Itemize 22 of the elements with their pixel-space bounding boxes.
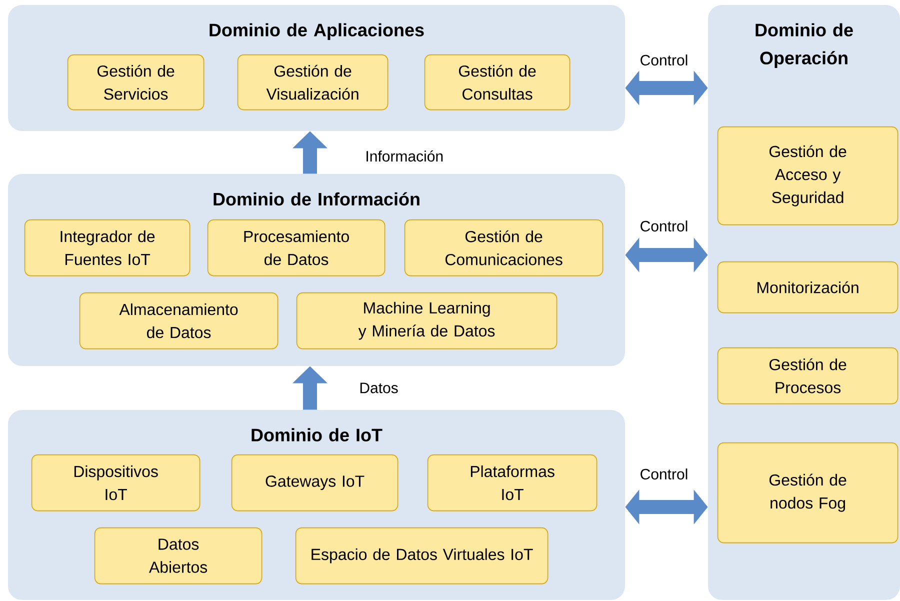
process-box: Gateways IoT (231, 454, 398, 512)
process-box: Gestión de Comunicaciones (404, 219, 604, 276)
process-box: Almacenamiento de Datos (79, 292, 278, 350)
process-box: Procesamiento de Datos (207, 219, 386, 276)
edge-label: Control (640, 54, 688, 66)
process-box: Gestión de Procesos (717, 347, 898, 404)
process-box: Espacio de Datos Virtuales IoT (295, 527, 548, 584)
process-box: Gestión de nodos Fog (717, 442, 898, 544)
edge-label: Información (366, 150, 443, 162)
edge-label: Datos (360, 382, 398, 394)
process-box: Plataformas IoT (427, 454, 598, 512)
process-box: Machine Learning y Minería de Datos (296, 292, 558, 350)
process-box: Datos Abiertos (94, 527, 262, 584)
process-box: Integrador de Fuentes IoT (24, 219, 190, 276)
process-box: Gestión de Servicios (67, 54, 204, 110)
process-box: Gestión de Consultas (424, 54, 570, 110)
process-box: Gestión de Visualización (237, 54, 388, 110)
process-box: Monitorización (717, 261, 898, 314)
edge-label: Control (640, 468, 688, 480)
process-box: Dispositivos IoT (31, 454, 200, 512)
process-box: Gestión de Acceso y Seguridad (717, 126, 898, 226)
edge-label: Control (640, 220, 688, 232)
